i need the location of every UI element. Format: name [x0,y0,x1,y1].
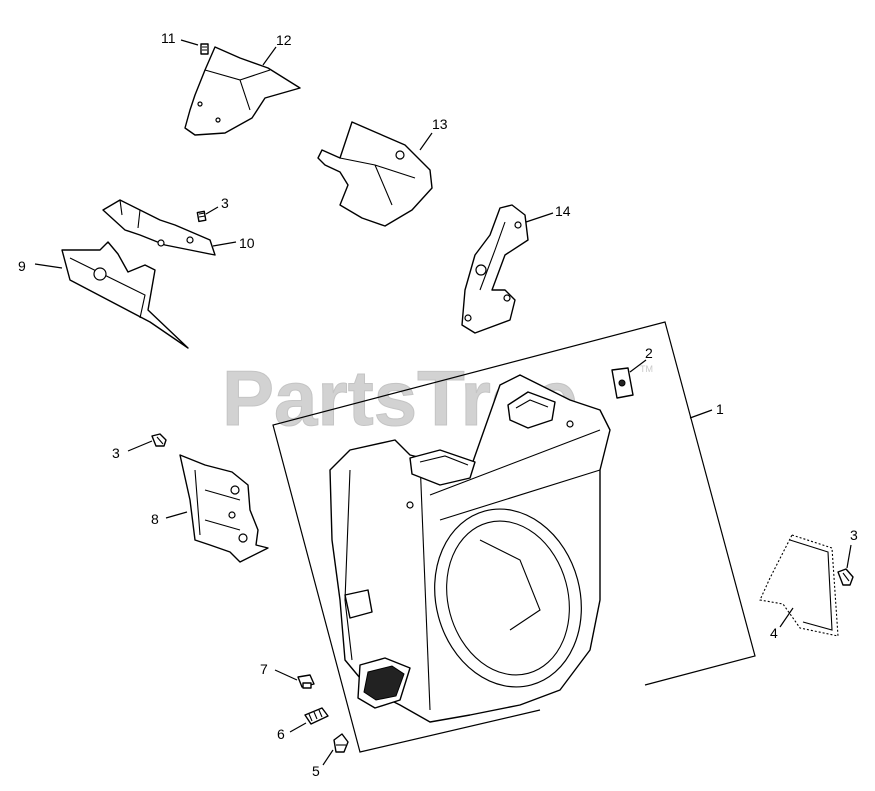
callout-3-right: 3 [850,527,858,543]
callout-7: 7 [260,661,268,677]
leader-lines [34,39,852,766]
part-11-screw [200,43,209,55]
part-7-bolt [297,674,315,689]
part-5-fitting [333,733,349,753]
callout-3-top: 3 [221,195,229,211]
part-9-shroud-plate [61,241,189,349]
callout-12: 12 [276,32,292,48]
assembly-frame [272,321,756,753]
part-3-screw-top [196,210,207,223]
callout-6: 6 [277,726,285,742]
watermark-trademark: TM [640,364,653,374]
callout-11: 11 [161,30,176,46]
callout-10: 10 [239,235,255,251]
part-3-screw-right [837,568,854,586]
callout-5: 5 [312,763,320,779]
part-3-screw-left [151,433,167,447]
part-1-blower-housing [329,374,611,723]
part-14-bracket [461,204,529,334]
callout-1: 1 [716,401,724,417]
callout-3-left: 3 [112,445,120,461]
part-13-cover [317,121,433,227]
callout-9: 9 [18,258,26,274]
part-2-speed-clip [611,367,634,399]
callout-13: 13 [432,116,448,132]
callout-labels: 1 2 3 3 3 4 5 6 7 8 9 10 11 12 13 14 [18,30,858,779]
part-4-shield [759,534,839,637]
callout-8: 8 [151,511,159,527]
part-12-cover [184,46,301,136]
part-8-bracket [179,454,269,563]
callout-4: 4 [770,625,778,641]
callout-2: 2 [645,345,653,361]
part-6-bolt [304,707,329,725]
callout-14: 14 [555,203,571,219]
part-10-bracket [102,199,216,256]
